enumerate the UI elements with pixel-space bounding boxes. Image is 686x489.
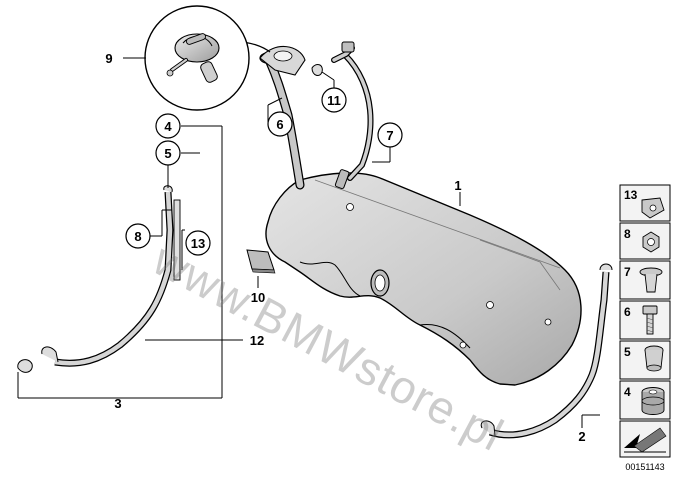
callout-1: 1 (454, 178, 461, 193)
panel-arrow-cell (619, 420, 671, 458)
callout-circle-8 (125, 223, 151, 249)
panel-cell-4: 4 (619, 380, 671, 420)
strap-clip-left (17, 359, 33, 373)
panel-cell-5: 5 (619, 340, 671, 380)
panel-label-6: 6 (624, 305, 631, 319)
panel-cell-13: 13 (619, 184, 671, 222)
callout-4: 4 (164, 119, 172, 134)
insulation-pad (246, 249, 276, 274)
callout-10: 10 (251, 290, 265, 305)
callout-7: 7 (386, 128, 393, 143)
small-parts-panel: 13 8 7 6 5 (619, 184, 671, 472)
callout-9: 9 (105, 51, 112, 66)
filler-cap-detail (144, 5, 250, 111)
callout-circle-6 (267, 111, 293, 137)
callout-2: 2 (578, 429, 585, 444)
callout-3: 3 (114, 396, 121, 411)
callout-11: 11 (327, 93, 341, 108)
panel-label-4: 4 (624, 385, 631, 399)
panel-label-8: 8 (624, 227, 631, 241)
panel-cell-8: 8 (619, 222, 671, 260)
vent-line (331, 41, 374, 181)
panel-cell-6: 6 (619, 300, 671, 340)
callout-6: 6 (276, 117, 283, 132)
fuel-tank (265, 169, 582, 386)
callout-13: 13 (191, 236, 205, 251)
callout-circle-7 (377, 122, 403, 148)
tank-strap-right (480, 263, 613, 439)
callout-8: 8 (134, 229, 141, 244)
catalog-number: 00151143 (625, 462, 664, 472)
leader-lines (17, 57, 600, 428)
panel-label-5: 5 (624, 345, 631, 359)
bolt-icon (642, 305, 658, 315)
panel-label-13: 13 (624, 188, 638, 202)
callout-circle-4 (155, 113, 181, 139)
panel-label-7: 7 (624, 265, 631, 279)
callout-12: 12 (250, 333, 264, 348)
callout-labels: 9 4 5 8 13 6 11 7 1 10 12 3 2 (105, 51, 585, 444)
tank-strap-left (41, 185, 181, 367)
panel-cell-7: 7 (619, 260, 671, 300)
hose-clamp (311, 64, 323, 76)
callout-circle-11 (321, 87, 347, 113)
callout-5: 5 (164, 146, 171, 161)
callout-circle-5 (155, 140, 181, 166)
callout-circle-13 (185, 230, 211, 256)
